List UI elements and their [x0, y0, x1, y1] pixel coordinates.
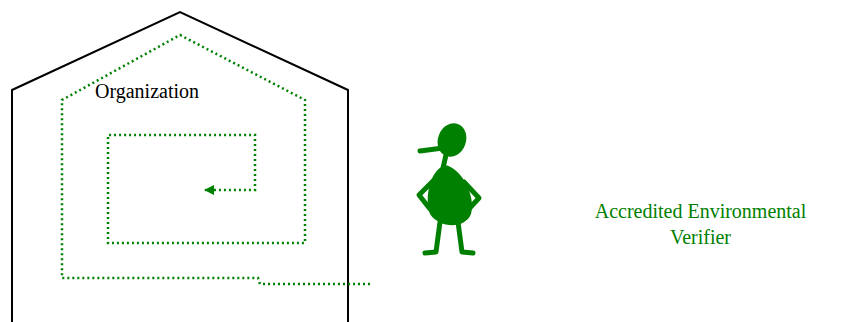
house-outline-path [12, 12, 348, 322]
person-head [433, 119, 471, 161]
house-outline [12, 12, 348, 322]
person-leg [458, 222, 473, 253]
dotted-spiral-arrow [62, 35, 370, 284]
verifier-label: Accredited Environmental Verifier [588, 198, 813, 250]
person-figure-group [419, 119, 479, 253]
organization-label: Organization [95, 78, 275, 104]
person-neck [443, 155, 446, 168]
organization-house: Organization [12, 12, 348, 322]
person-leg [425, 222, 440, 253]
person-cap [420, 148, 443, 151]
person-arm [464, 182, 479, 211]
person-body [428, 165, 472, 225]
person-arm [419, 180, 434, 209]
verifier-figure: Accredited Environmental Verifier [370, 120, 820, 290]
